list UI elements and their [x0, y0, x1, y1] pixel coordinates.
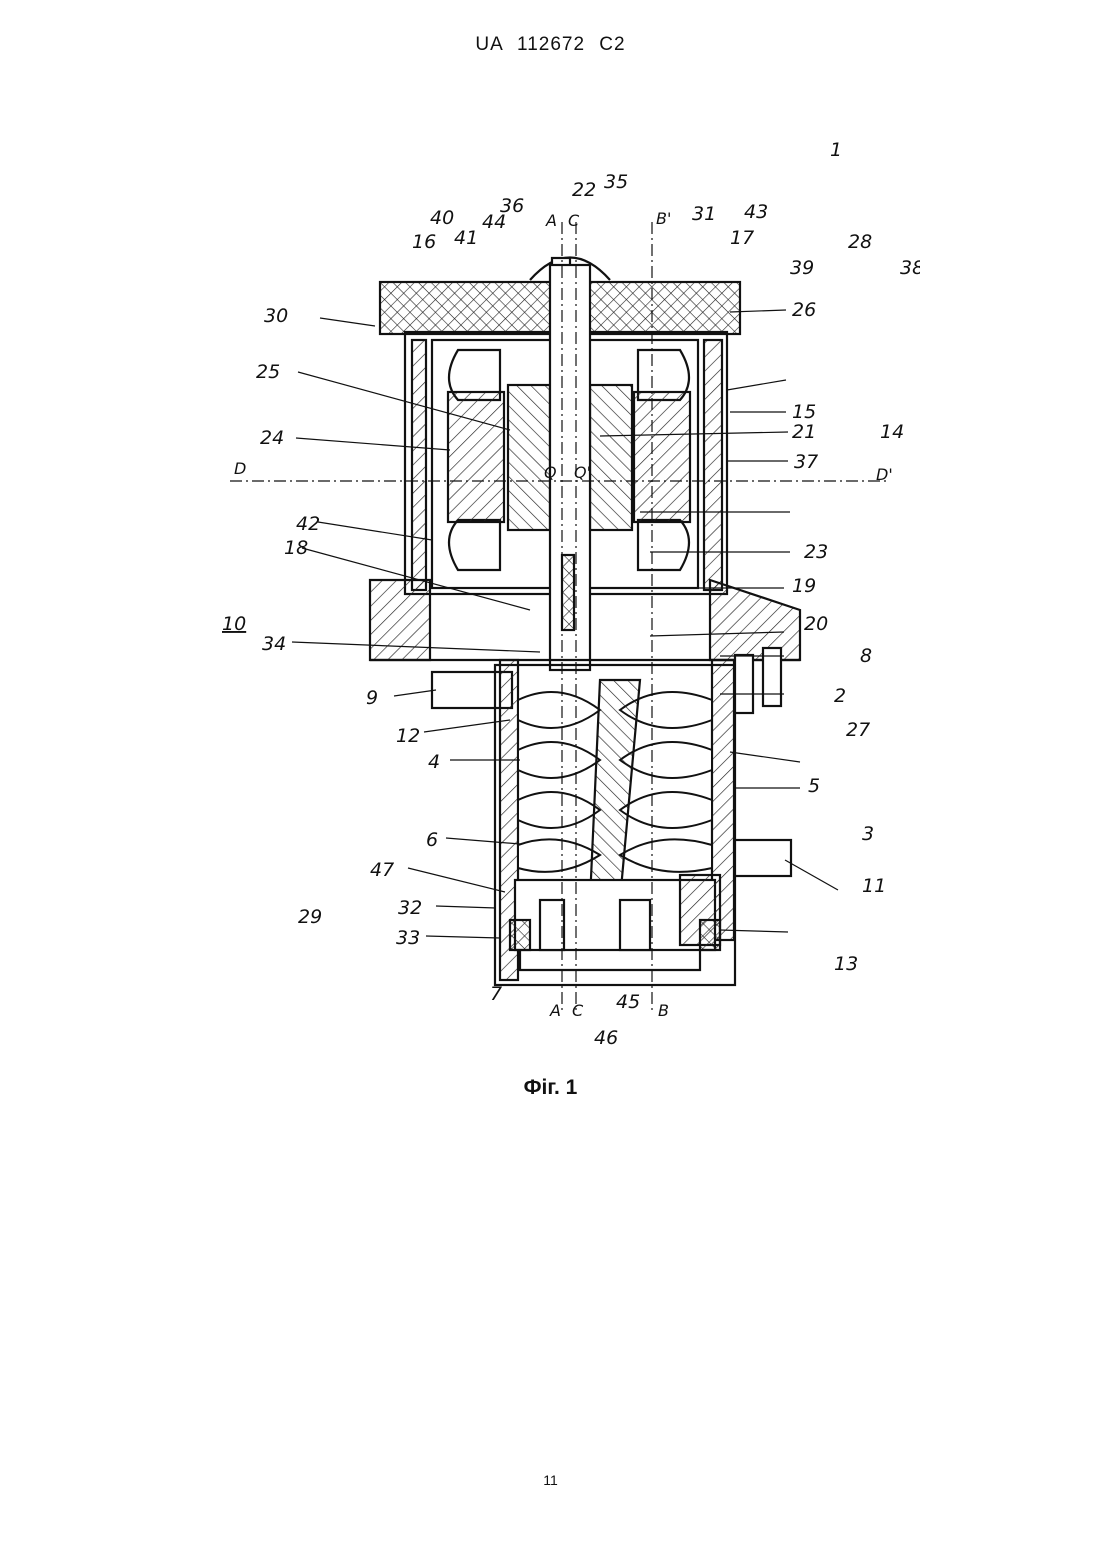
document-id: UA 112672 C2 — [0, 34, 1101, 56]
label-22: 22 — [572, 179, 596, 201]
label-33-left: 33 — [396, 927, 420, 949]
label-46: 46 — [594, 1027, 618, 1049]
label-29: 29 — [298, 906, 322, 928]
label-41: 41 — [454, 227, 478, 249]
label-28: 28 — [848, 231, 872, 253]
label-43: 43 — [744, 201, 768, 223]
label-38-top: 38 — [900, 257, 920, 279]
label-30: 30 — [264, 305, 288, 327]
label-45: 45 — [616, 991, 640, 1013]
axis-label-Q-prime: Q' — [574, 463, 591, 482]
label-42: 42 — [296, 513, 320, 535]
label-8-upper: 8 — [860, 645, 872, 667]
label-2: 2 — [834, 685, 846, 707]
label-12: 12 — [396, 725, 420, 747]
label-39: 39 — [790, 257, 814, 279]
label-36: 36 — [500, 195, 524, 217]
patent-figure: 1 10 30 29 28 38 40 41 44 36 16 22 35 31… — [200, 140, 920, 1060]
label-14: 14 — [880, 421, 904, 443]
label-6-left: 6 — [426, 829, 438, 851]
label-37: 37 — [794, 451, 818, 473]
label-35: 35 — [604, 171, 628, 193]
label-10: 10 — [222, 613, 246, 635]
label-25-left: 25 — [256, 361, 280, 383]
axis-label-D-prime: D' — [876, 465, 893, 484]
label-26: 26 — [792, 299, 816, 321]
screw-mesh — [590, 680, 640, 900]
label-32-left: 32 — [398, 897, 422, 919]
rotor-left — [508, 385, 550, 530]
axis-label-A-top: A — [545, 211, 557, 230]
label-7: 7 — [490, 983, 502, 1005]
rotor-right — [590, 385, 632, 530]
label-3: 3 — [862, 823, 874, 845]
label-19: 19 — [792, 575, 816, 597]
label-47: 47 — [370, 859, 394, 881]
label-9: 9 — [366, 687, 378, 709]
page-number: 11 — [0, 1472, 1101, 1488]
label-17: 17 — [730, 227, 754, 249]
label-1: 1 — [830, 140, 842, 161]
axis-label-A-bottom: A — [549, 1001, 561, 1020]
label-11: 11 — [862, 875, 886, 897]
label-40: 40 — [430, 207, 454, 229]
technical-drawing: 1 10 30 29 28 38 40 41 44 36 16 22 35 31… — [200, 140, 920, 1060]
label-15: 15 — [792, 401, 816, 423]
axis-label-D: D — [234, 459, 246, 478]
label-16: 16 — [412, 231, 436, 253]
label-27: 27 — [846, 719, 870, 741]
axis-label-C-bottom: C — [572, 1001, 584, 1020]
label-5: 5 — [808, 775, 820, 797]
label-20: 20 — [804, 613, 828, 635]
axis-label-Q: Q — [544, 463, 557, 482]
figure-caption: Фіг. 1 — [0, 1076, 1101, 1100]
label-4: 4 — [428, 751, 440, 773]
stator-core-left — [448, 392, 504, 522]
label-34-left: 34 — [262, 633, 286, 655]
stator-core-right — [634, 392, 690, 522]
label-18: 18 — [284, 537, 308, 559]
axis-label-B-prime: B' — [656, 209, 671, 228]
label-23: 23 — [804, 541, 828, 563]
label-13: 13 — [834, 953, 858, 975]
label-31: 31 — [692, 203, 716, 225]
axis-label-C-top: C — [568, 211, 580, 230]
label-21: 21 — [792, 421, 816, 443]
axis-label-B: B — [658, 1001, 669, 1020]
label-24: 24 — [260, 427, 284, 449]
